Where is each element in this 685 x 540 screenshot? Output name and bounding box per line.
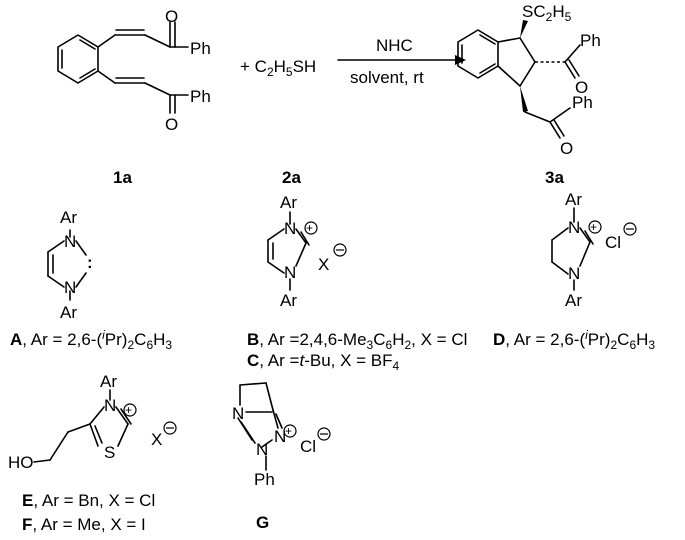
- B-Ar-top: Ar: [280, 193, 297, 212]
- B-Ar-bottom: Ar: [280, 291, 297, 310]
- reagent-thiol: + C2H5SH: [240, 57, 316, 79]
- compound-3a-structure: [457, 20, 581, 139]
- E-plus-charge: [123, 403, 137, 417]
- B-plus-charge: [304, 221, 318, 235]
- atom-O-3: O: [575, 78, 588, 97]
- D-Cl: Cl: [605, 233, 621, 252]
- catalyst-G-structure: [237, 382, 283, 471]
- D-plus-charge: [588, 220, 602, 234]
- arrow-label-conditions: solvent, rt: [350, 68, 424, 87]
- E-HO: HO: [8, 453, 34, 472]
- D-N3: N: [568, 264, 580, 283]
- A-Ar-bottom: Ar: [60, 303, 77, 322]
- D-Ar-bottom: Ar: [565, 291, 582, 310]
- atom-Ph-2: Ph: [190, 87, 211, 106]
- label-1a: 1a: [113, 168, 132, 187]
- B-plus-sign: +: [306, 221, 313, 235]
- E-plus-sign: +: [125, 403, 132, 417]
- label-2a: 2a: [282, 168, 301, 187]
- G-plus-sign: +: [285, 424, 292, 438]
- D-Ar-top: Ar: [565, 190, 582, 209]
- A-Ar-top: Ar: [60, 208, 77, 227]
- catalyst-A-label: A, Ar = 2,6-(iPr)2C6H3: [10, 328, 172, 352]
- G-minus-charge: [317, 427, 331, 441]
- atom-O-1: O: [165, 7, 178, 26]
- compound-1a-structure: [57, 21, 189, 114]
- catalyst-F-label: F, Ar = Me, X = I: [22, 515, 146, 534]
- atom-SC2H5: SC2H5: [522, 2, 572, 24]
- B-X: X: [318, 255, 329, 274]
- catalyst-E-structure: [33, 389, 132, 463]
- D-plus-sign: +: [590, 220, 597, 234]
- atom-Ph-3: Ph: [580, 31, 601, 50]
- E-Ar-top: Ar: [100, 372, 117, 391]
- arrow-label-catalyst: NHC: [376, 36, 413, 55]
- D-minus-charge: [623, 222, 637, 236]
- label-3a: 3a: [545, 168, 564, 187]
- catalyst-B-structure: [267, 211, 310, 291]
- E-S: S: [104, 443, 115, 462]
- G-plus-charge: [283, 424, 297, 438]
- catalyst-D-structure: [551, 207, 594, 291]
- A-N1: N: [64, 232, 76, 251]
- catalyst-G-label: G: [256, 513, 269, 532]
- G-Cl: Cl: [300, 437, 316, 456]
- D-N1: N: [568, 218, 580, 237]
- B-N1: N: [284, 219, 296, 238]
- G-N1: N: [274, 427, 286, 446]
- A-carbene: :: [87, 253, 93, 272]
- atom-O-4: O: [560, 139, 573, 158]
- E-N: N: [104, 396, 116, 415]
- A-N3: N: [64, 278, 76, 297]
- reaction-arrow: [337, 55, 466, 65]
- B-N3: N: [284, 263, 296, 282]
- catalyst-E-label: E, Ar = Bn, X = Cl: [22, 491, 155, 510]
- catalyst-C-label: C, Ar =t-Bu, X = BF4: [247, 351, 400, 373]
- atom-Ph-1: Ph: [190, 39, 211, 58]
- E-minus-charge: [163, 421, 177, 435]
- catalyst-D-label: D, Ar = 2,6-(iPr)2C6H3: [493, 328, 655, 352]
- E-X: X: [151, 430, 162, 449]
- catalyst-A-structure: [47, 229, 87, 301]
- G-Ph: Ph: [254, 470, 275, 489]
- B-minus-charge: [333, 243, 347, 257]
- atom-O-2: O: [165, 115, 178, 134]
- atom-Ph-4: Ph: [572, 93, 593, 112]
- catalyst-B-label: B, Ar =2,4,6-Me3C6H2, X = Cl: [247, 330, 467, 352]
- G-N4: N: [232, 404, 244, 423]
- G-N2: N: [256, 440, 268, 459]
